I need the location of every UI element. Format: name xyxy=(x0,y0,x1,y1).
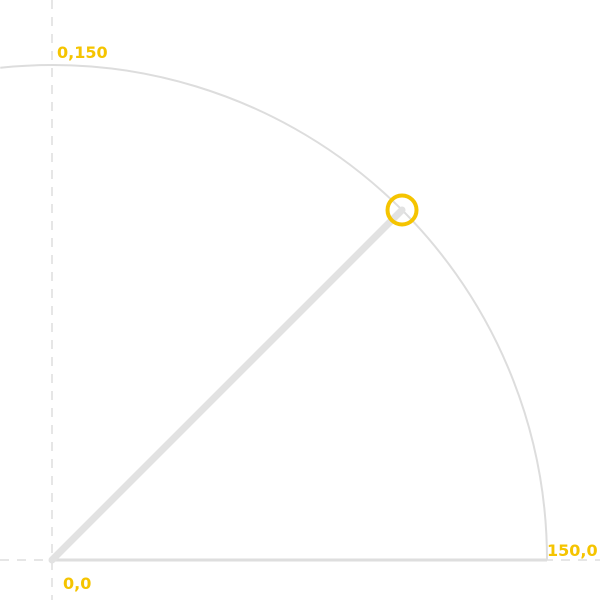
y-end-label: 0,150 xyxy=(57,43,108,62)
x-end-label: 150,0 xyxy=(547,541,598,560)
quarter-arc xyxy=(0,64,548,561)
radius-line xyxy=(48,206,406,564)
angle-handle[interactable] xyxy=(385,193,419,227)
origin-label: 0,0 xyxy=(63,574,91,593)
